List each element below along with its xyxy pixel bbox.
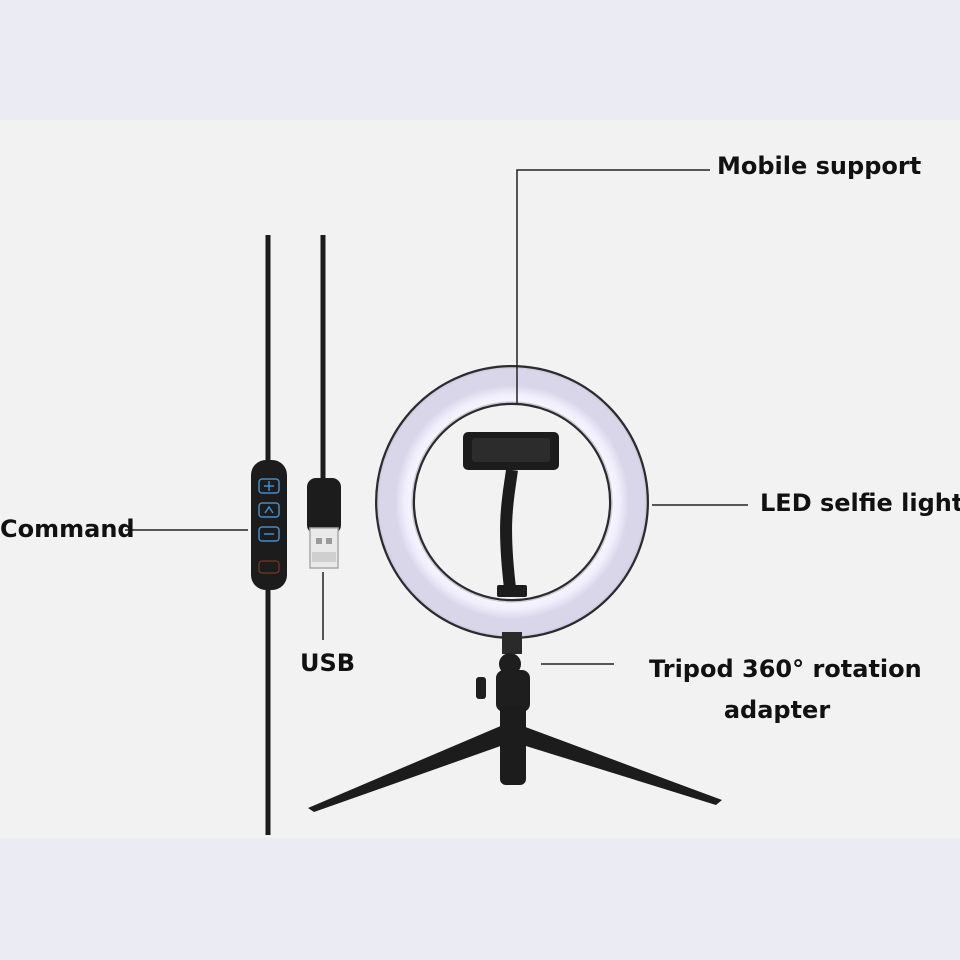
top-band: [0, 0, 960, 120]
leader-lines: [125, 169, 748, 665]
label-led-selfie-light: LED selfie light: [760, 489, 960, 517]
label-mobile-support: Mobile support: [717, 152, 922, 180]
mode-icon: [258, 502, 280, 518]
inline-remote: [251, 460, 287, 590]
bottom-band: [0, 838, 960, 960]
label-usb: USB: [300, 649, 356, 677]
tripod: [308, 632, 722, 812]
label-tripod-line2: adapter: [723, 696, 831, 724]
label-command: Command: [0, 515, 135, 543]
label-tripod-adapter: Tripod 360° rotation adapter: [649, 649, 922, 731]
phone-holder: [463, 432, 559, 597]
usb-cable: [307, 235, 341, 569]
minus-icon: [258, 526, 280, 542]
plus-icon: [258, 478, 280, 494]
product-panel: [0, 120, 960, 838]
label-tripod-line1: Tripod 360° rotation: [649, 655, 922, 683]
ring-light: [375, 365, 649, 639]
